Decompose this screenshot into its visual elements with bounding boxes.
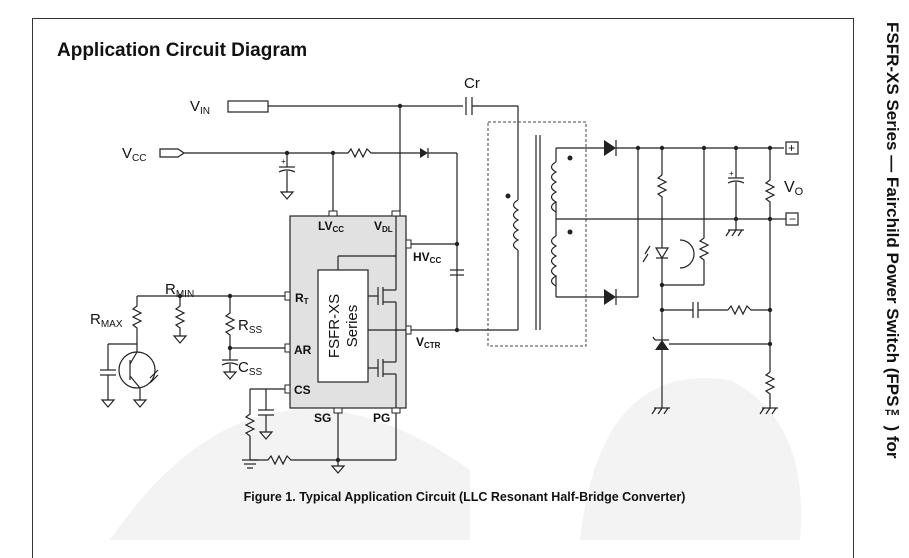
css-label: CSS [238, 359, 263, 378]
cs-resistor [244, 410, 256, 452]
ground-symbol [172, 335, 188, 344]
pin-ar: AR [294, 343, 312, 357]
ground-symbol [725, 229, 744, 237]
opto-transistor [118, 344, 159, 400]
load-resistor [764, 148, 776, 219]
pin-vdl: VDL [374, 219, 393, 234]
compensation-capacitor [692, 302, 699, 318]
shunt-resistor [698, 148, 710, 285]
rmax-capacitor [100, 369, 116, 400]
rss-resistor [224, 296, 236, 348]
output-diode-bottom [604, 289, 617, 305]
ic-part-name: FSFR-XS [326, 294, 343, 358]
secondary-winding-bottom [550, 235, 558, 287]
shunt-regulator [652, 336, 669, 350]
secondary-winding-top [550, 161, 558, 213]
vcc-capacitor: + [278, 153, 296, 192]
sense-resistor [267, 454, 396, 466]
rmax-resistor [131, 296, 143, 344]
vcc-label: VCC [122, 145, 146, 164]
output-terminal-plus [785, 141, 799, 155]
css-capacitor [221, 348, 239, 372]
ground-symbol [222, 371, 238, 380]
vo-label: VO [784, 179, 804, 198]
pin-pg: PG [373, 411, 390, 425]
opto-led [642, 239, 695, 269]
ground-symbol [759, 407, 778, 415]
svg-text:+: + [729, 169, 734, 178]
bootstrap-diode [420, 148, 429, 158]
ground-symbol [651, 407, 670, 415]
svg-text:−: − [789, 212, 796, 226]
vcc-input-arrow [159, 148, 186, 158]
ground-symbol [132, 399, 148, 408]
primary-winding [512, 199, 520, 330]
cs-capacitor [258, 409, 274, 432]
pin-cs: CS [294, 383, 311, 397]
cr-capacitor [465, 97, 473, 115]
cr-label: Cr [464, 75, 480, 92]
svg-text:+: + [281, 157, 286, 166]
pin-lvcc: LVCC [318, 219, 344, 234]
transformer-boundary [487, 121, 587, 347]
output-capacitor [727, 148, 745, 230]
ic-controller-block [317, 269, 369, 383]
output-diode-top [604, 140, 617, 156]
compensation-resistor [727, 304, 770, 316]
divider-resistor [764, 371, 776, 408]
section-heading: Application Circuit Diagram [57, 40, 308, 61]
watermark-shape [110, 409, 470, 540]
ground-symbol [279, 191, 295, 200]
bootstrap-capacitor [450, 269, 464, 276]
charge-resistor [347, 147, 380, 159]
vin-terminal [227, 100, 269, 113]
svg-text:+: + [788, 141, 795, 155]
rmax-label: RMAX [90, 311, 123, 330]
watermark-shape-right [580, 378, 802, 540]
application-circuit-diagram: VIN Cr VCC + FSFR-XS Series [90, 75, 804, 540]
pin-hvcc: HVCC [413, 250, 441, 265]
low-side-mosfet [368, 359, 397, 408]
pin-rt: RT [295, 291, 309, 306]
vin-label: VIN [190, 98, 210, 117]
figure-caption: Figure 1. Typical Application Circuit (L… [243, 490, 686, 504]
pin-sg: SG [314, 411, 331, 425]
high-side-mosfet [368, 270, 397, 305]
page-frame [32, 18, 854, 558]
ground-symbol [258, 431, 274, 440]
pin-vctr: VCTR [416, 335, 441, 350]
opto-bias-resistor [656, 148, 668, 238]
rss-label: RSS [238, 317, 263, 336]
side-document-title: FSFR-XS Series — Fairchild Power Switch … [883, 22, 902, 459]
rmin-resistor [174, 296, 186, 336]
ic-part-series: Series [344, 305, 361, 348]
ground-symbol [100, 399, 116, 408]
rmin-label: RMIN [165, 281, 194, 300]
